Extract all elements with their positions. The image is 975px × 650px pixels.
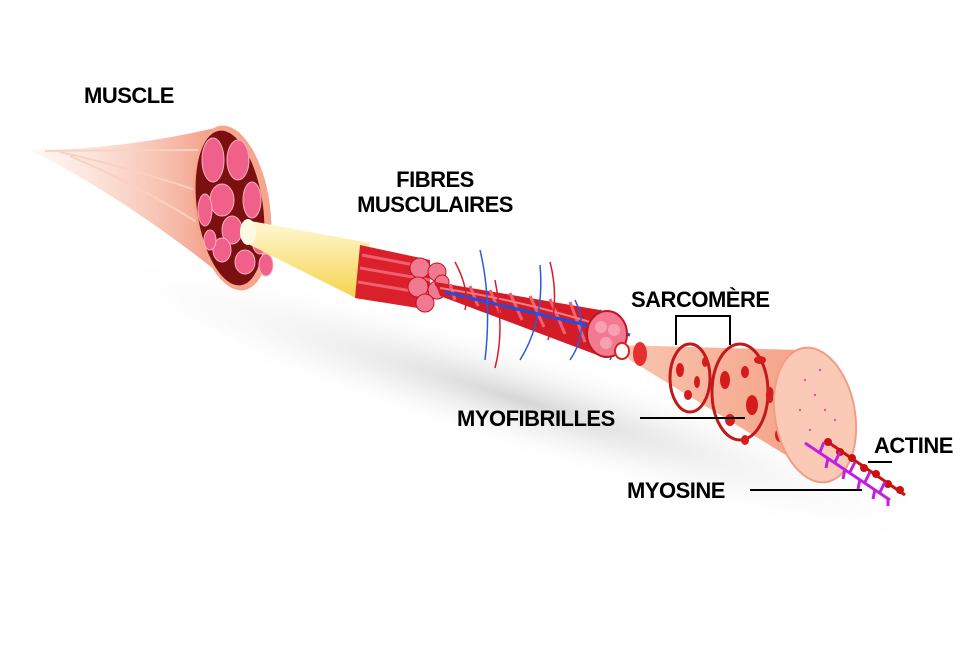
label-myofibrilles: MYOFIBRILLES bbox=[457, 406, 615, 431]
label-fibres-line1: FIBRES bbox=[396, 167, 474, 192]
fascicle-sheath bbox=[245, 220, 370, 300]
muscle-illustration bbox=[30, 125, 274, 291]
label-actine: ACTINE bbox=[874, 433, 953, 458]
sarcomere-bracket bbox=[675, 315, 731, 345]
muscle-fibre bbox=[435, 249, 631, 369]
label-fibres-line2: MUSCULAIRES bbox=[357, 192, 513, 217]
label-sarcomere: SARCOMÈRE bbox=[631, 287, 770, 312]
myosin-filament bbox=[804, 441, 891, 506]
label-myosine: MYOSINE bbox=[627, 478, 725, 503]
ground-shadow bbox=[70, 252, 970, 548]
label-muscle: MUSCLE bbox=[84, 83, 174, 108]
label-fibres-musculaires: FIBRES MUSCULAIRES bbox=[347, 167, 523, 217]
